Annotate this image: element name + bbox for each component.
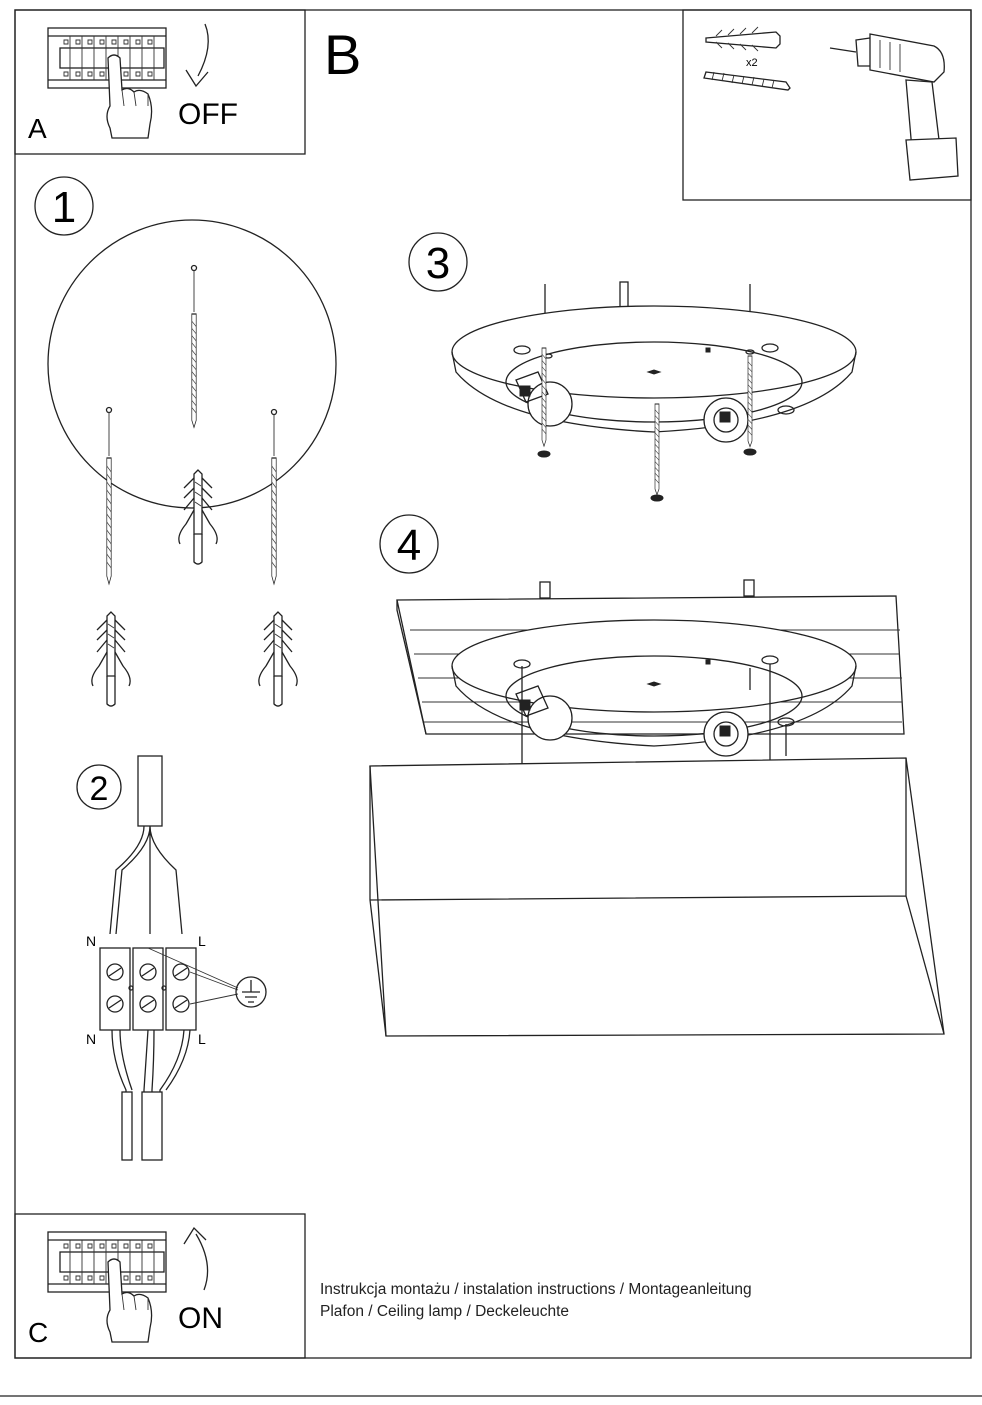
- wall-plug-icon: [705, 26, 781, 52]
- arrow-up-icon: [195, 1233, 209, 1291]
- step-3-badge: 3: [408, 232, 468, 292]
- svg-text:2: 2: [90, 770, 109, 808]
- panel-c-action: ON: [178, 1302, 223, 1335]
- panel-a-letter: A: [28, 113, 47, 144]
- lamp-socket-left-mounted-icon: [515, 685, 573, 741]
- svg-text:3: 3: [426, 239, 450, 288]
- footer-line-2: Plafon / Ceiling lamp / Deckeleuchte: [320, 1303, 569, 1320]
- step-1-badge: 1: [34, 176, 94, 236]
- panel-c-letter: C: [28, 1317, 48, 1348]
- lamp-socket-left-icon: [515, 371, 573, 427]
- panel-c: C ON: [14, 1213, 306, 1359]
- panel-b-letter: B: [324, 23, 361, 86]
- wire-label-l-top: L: [198, 933, 206, 949]
- footer-caption: Instrukcja montażu / instalation instruc…: [320, 1279, 752, 1323]
- panel-a-action: OFF: [178, 98, 238, 131]
- wire-label-l-bottom: L: [198, 1031, 206, 1047]
- lamp-socket-right-icon: [703, 397, 749, 443]
- tools-quantity: x2: [746, 57, 758, 69]
- wire-label-n-bottom: N: [86, 1031, 96, 1047]
- breaker-switch-icon: [47, 27, 167, 139]
- drill-icon: [829, 33, 959, 181]
- page-border: [14, 9, 972, 1359]
- step-2-badge: 2: [76, 764, 122, 810]
- step-4-assembly-diagram: [369, 579, 945, 1037]
- step-3-mounting-diagram: [451, 281, 857, 502]
- footer-line-1: Instrukcja montażu / instalation instruc…: [320, 1281, 752, 1298]
- breaker-switch-icon-c: [47, 1231, 167, 1343]
- ground-symbol-icon: [235, 976, 267, 1008]
- svg-text:1: 1: [52, 183, 76, 232]
- arrow-down-icon: [197, 23, 209, 77]
- step-2-wiring-diagram: N L N L: [86, 755, 267, 1161]
- panel-a: A OFF: [14, 9, 306, 155]
- wire-label-n-top: N: [86, 933, 96, 949]
- step-4-badge: 4: [379, 514, 439, 574]
- screw-icon: [703, 71, 791, 91]
- svg-text:4: 4: [397, 521, 421, 570]
- tools-panel: x2: [682, 9, 972, 201]
- lamp-socket-right-mounted-icon: [703, 711, 749, 757]
- step-1-drilling-diagram: [47, 219, 337, 707]
